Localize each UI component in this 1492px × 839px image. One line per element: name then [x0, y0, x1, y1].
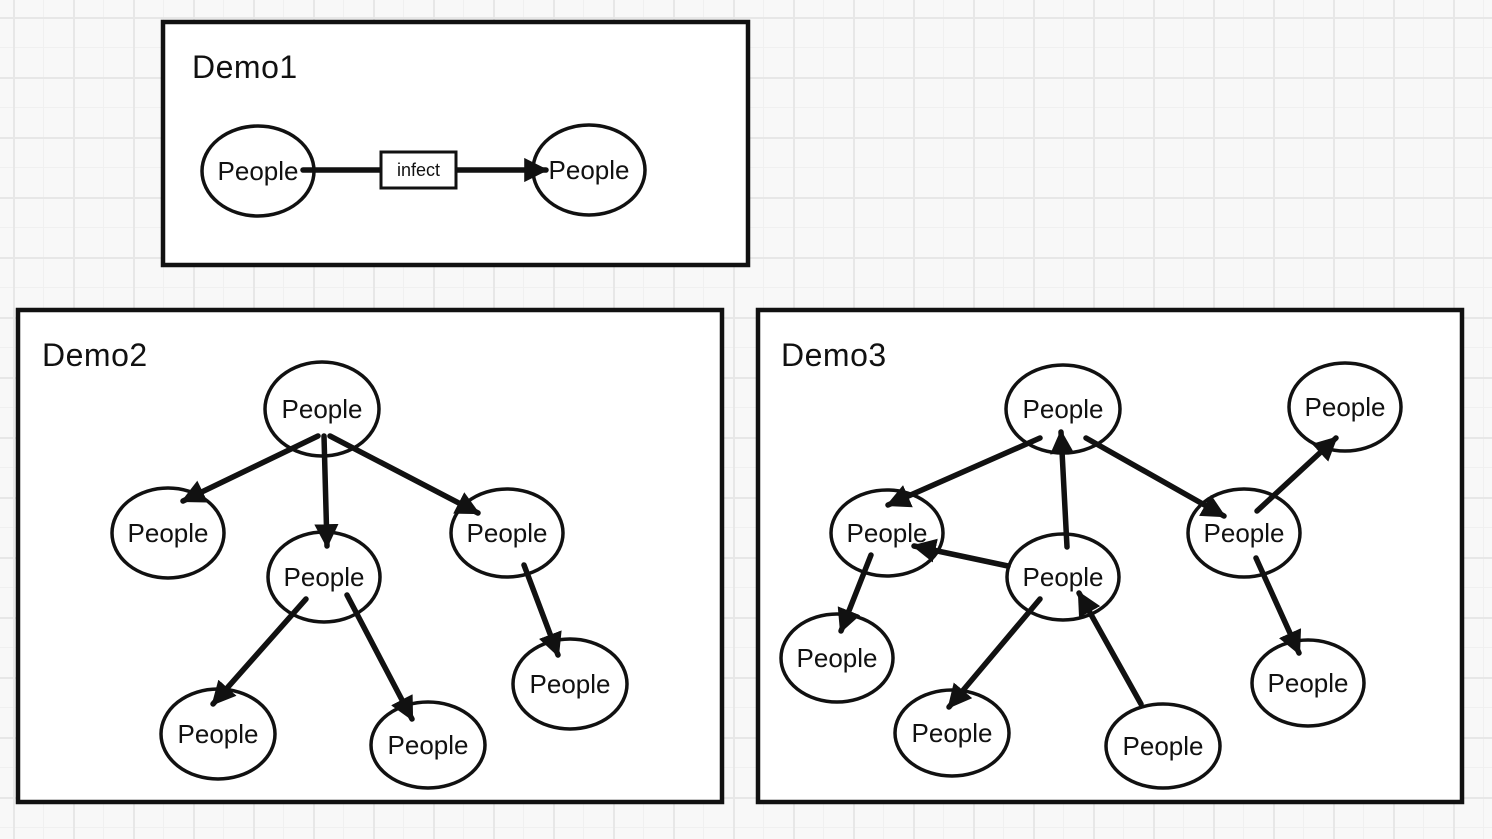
- node-demo1-a[interactable]: People: [202, 126, 314, 216]
- edge-arrow-demo2-root-mid[interactable]: [324, 436, 327, 546]
- node-demo3-br[interactable]: People: [1252, 640, 1364, 726]
- node-label: People: [797, 643, 878, 673]
- node-demo3-farleft[interactable]: People: [781, 614, 893, 702]
- node-label: People: [1123, 731, 1204, 761]
- node-label: People: [282, 394, 363, 424]
- node-label: People: [284, 562, 365, 592]
- node-label: People: [1268, 668, 1349, 698]
- panel-title-demo3[interactable]: Demo3: [781, 337, 887, 373]
- edge-label-box-demo1[interactable]: infect: [381, 152, 456, 188]
- node-demo1-b[interactable]: People: [533, 125, 645, 215]
- node-label: People: [1023, 394, 1104, 424]
- node-label: People: [218, 156, 299, 186]
- node-demo3-bmr[interactable]: People: [1106, 704, 1220, 788]
- node-demo2-left[interactable]: People: [112, 488, 224, 578]
- node-label: People: [388, 730, 469, 760]
- node-demo3-topright[interactable]: People: [1289, 363, 1401, 451]
- node-label: People: [1023, 562, 1104, 592]
- node-label: People: [549, 155, 630, 185]
- node-demo3-mid[interactable]: People: [1007, 534, 1119, 620]
- node-label: People: [178, 719, 259, 749]
- node-label: People: [128, 518, 209, 548]
- node-demo2-mid[interactable]: People: [268, 532, 380, 622]
- node-label: People: [912, 718, 993, 748]
- panel-title-demo1[interactable]: Demo1: [192, 49, 298, 85]
- panel-title-demo2[interactable]: Demo2: [42, 337, 148, 373]
- node-label: People: [467, 518, 548, 548]
- node-demo2-br[interactable]: People: [513, 639, 627, 729]
- edge-label-text: infect: [397, 160, 440, 180]
- node-demo2-right[interactable]: People: [451, 489, 563, 577]
- node-label: People: [1204, 518, 1285, 548]
- node-demo2-bm[interactable]: People: [371, 702, 485, 788]
- node-label: People: [530, 669, 611, 699]
- node-label: People: [1305, 392, 1386, 422]
